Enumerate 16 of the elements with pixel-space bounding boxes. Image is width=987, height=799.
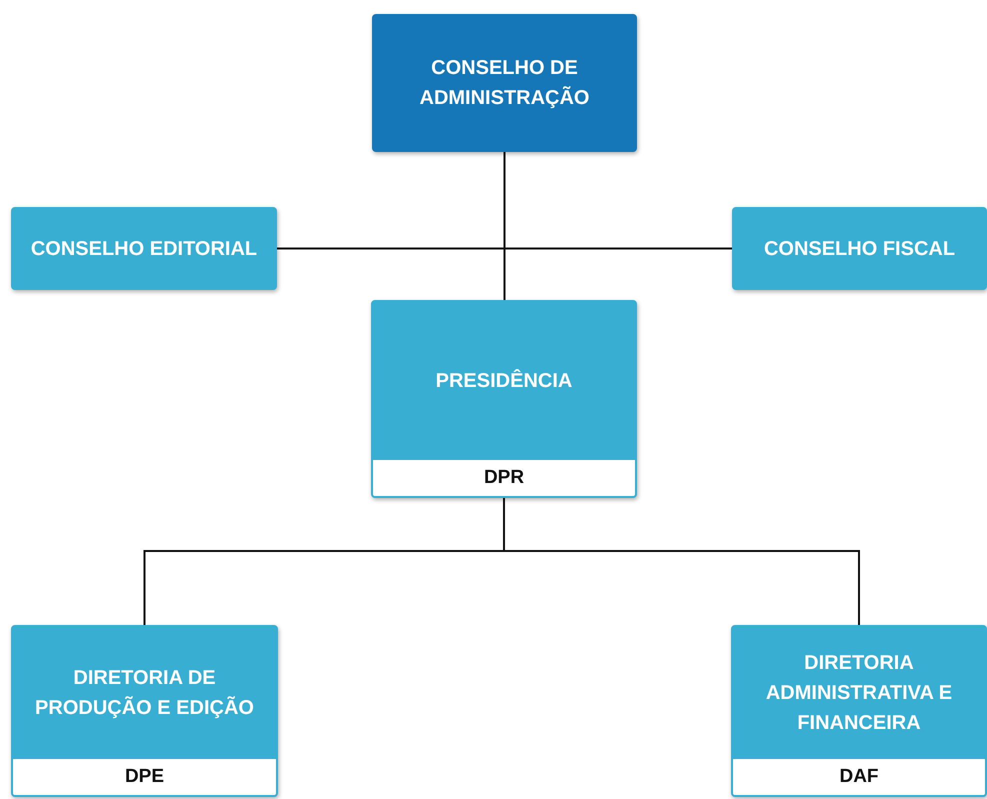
org-unit-box	[731, 625, 987, 797]
org-box	[11, 207, 277, 290]
org-box	[372, 14, 637, 152]
unit-code: DPE	[13, 759, 276, 795]
org-unit-box	[371, 300, 637, 498]
unit-name: CONSELHO EDITORIAL	[30, 236, 258, 262]
unit-name: DIRETORIA ADMINISTRATIVA E FINANCEIRA	[764, 651, 954, 736]
unit-name: CONSELHO FISCAL	[764, 236, 956, 262]
org-unit-box	[11, 625, 278, 797]
unit-code: DPR	[373, 460, 635, 496]
unit-name: DIRETORIA DE PRODUÇÃO E EDIÇÃO	[34, 666, 255, 721]
unit-name: CONSELHO DE ADMINISTRAÇÃO	[418, 56, 590, 111]
unit-code: DAF	[733, 759, 985, 795]
org-box	[732, 207, 987, 290]
connector-line	[504, 152, 506, 300]
unit-name: PRESIDÊNCIA	[436, 368, 572, 394]
